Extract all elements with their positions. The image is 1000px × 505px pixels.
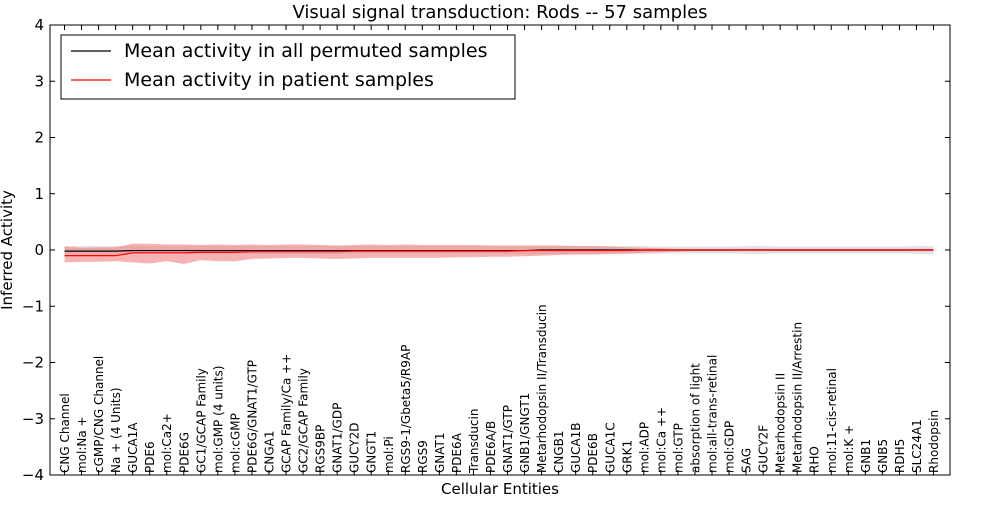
x-tick-label: RGS9BP — [314, 425, 328, 473]
x-tick-label: PDE6G — [177, 432, 191, 473]
x-tick-label: PDE6B — [586, 433, 600, 473]
chart-title: Visual signal transduction: Rods -- 57 s… — [292, 2, 707, 23]
x-tick-label: GUCY2F — [757, 425, 771, 473]
x-tick-label: RGS9-1/Gbeta5/R9AP — [399, 345, 413, 473]
x-tick-label: GNGT1 — [365, 431, 379, 473]
x-tick-label: mol:Ca2+ — [160, 413, 174, 473]
x-tick-label: GNB1 — [859, 439, 873, 473]
x-tick-label: mol:Na + — [75, 416, 89, 473]
x-tick-label: GRK1 — [620, 440, 634, 473]
y-tick-label: −3 — [22, 410, 44, 428]
x-tick-label: RHO — [808, 446, 822, 473]
y-tick-label: −4 — [22, 466, 44, 484]
x-tick-label: RDH5 — [893, 439, 907, 473]
x-tick-label: SLC24A1 — [910, 419, 924, 473]
y-tick-label: 1 — [34, 185, 44, 203]
x-tick-label: mol:Ca ++ — [654, 407, 668, 473]
x-tick-label: GUCY2D — [348, 423, 362, 473]
y-tick-label: 2 — [34, 129, 44, 147]
x-tick-label: mol:GDP — [723, 421, 737, 473]
x-tick-label: mol:cGMP — [228, 413, 242, 473]
x-tick-label: GNB1/GNGT1 — [518, 393, 532, 473]
x-tick-label: mol:all-trans-retinal — [705, 355, 719, 473]
y-tick-label: 3 — [34, 72, 44, 90]
x-tick-label: RGS9 — [416, 440, 430, 473]
x-tick-label: mol:Pi — [382, 436, 396, 473]
x-tick-label: Metarhodopsin II — [774, 373, 788, 473]
x-tick-label: mol:ADP — [637, 422, 651, 473]
x-tick-label: CNG Channel — [58, 393, 72, 473]
legend-box — [60, 34, 516, 100]
x-tick-label: GC2/GCAP Family — [297, 368, 311, 473]
x-tick-label: SAG — [740, 448, 754, 473]
x-tick-label: PDE6 — [143, 441, 157, 473]
y-tick-label: 0 — [34, 241, 44, 259]
x-tick-label: Transducin — [467, 409, 481, 474]
y-tick-label: −2 — [22, 354, 44, 372]
x-tick-label: Rhodopsin — [927, 410, 941, 473]
legend-label-patient: Mean activity in patient samples — [124, 69, 434, 91]
x-tick-label: PDE6A — [450, 432, 464, 473]
legend: Mean activity in all permuted samples Me… — [60, 34, 516, 100]
x-tick-label: PDE6G/GNAT1/GTP — [245, 360, 259, 473]
x-tick-label: GNAT1/GDP — [331, 403, 345, 473]
x-tick-label: GNAT1/GTP — [501, 405, 515, 473]
x-tick-label: mol:K + — [842, 425, 856, 473]
series-line-1 — [64, 249, 934, 257]
x-tick-label: mol:11-cis-retinal — [825, 368, 839, 473]
x-tick-label: GNB5 — [876, 439, 890, 473]
x-tick-label: GUCA1A — [126, 422, 140, 473]
x-tick-label: GUCA1B — [569, 422, 583, 473]
x-tick-label: Metarhodopsin II/Arrestin — [791, 322, 805, 473]
x-tick-label: GNAT1 — [433, 432, 447, 473]
legend-label-permuted: Mean activity in all permuted samples — [124, 40, 487, 62]
x-tick-label: GCAP Family/Ca ++ — [280, 354, 294, 473]
y-tick-label: −1 — [22, 297, 44, 315]
y-axis-label: Inferred Activity — [0, 190, 16, 310]
x-tick-label: absorption of light — [688, 363, 702, 473]
x-tick-label: PDE6A/B — [484, 421, 498, 473]
series-band-1 — [64, 243, 934, 265]
x-tick-label: CNGB1 — [552, 430, 566, 473]
x-tick-label: Metarhodopsin II/Transducin — [535, 304, 549, 473]
x-tick-label: cGMP/CNG Channel — [92, 356, 106, 473]
x-tick-label: mol:GTP — [671, 423, 685, 473]
x-tick-label: mol:GMP (4 units) — [211, 366, 225, 473]
x-tick-label: GC1/GCAP Family — [194, 368, 208, 473]
x-tick-label: Na + (4 Units) — [109, 387, 123, 473]
x-tick-label: CNGA1 — [262, 431, 276, 474]
x-tick-label: GUCA1C — [603, 422, 617, 473]
x-axis-label: Cellular Entities — [441, 480, 559, 498]
y-tick-label: 4 — [34, 16, 44, 34]
